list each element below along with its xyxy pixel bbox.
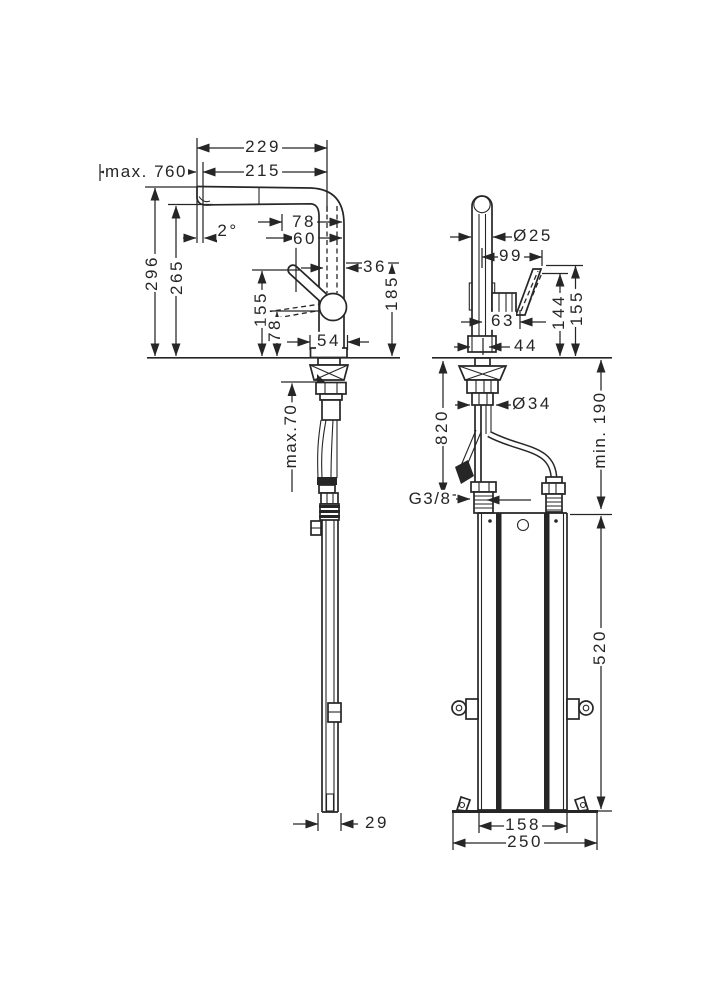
left-view-faucet <box>147 185 400 813</box>
dim-label-144: 144 <box>548 293 569 331</box>
dim-label-2deg: 2° <box>216 220 240 241</box>
dim-label-820: 820 <box>431 408 452 446</box>
dim-label-215: 215 <box>244 160 282 181</box>
dim-label-78h: 78 <box>291 211 317 232</box>
dim-label-229: 229 <box>244 136 282 157</box>
dim-label-78v: 78 <box>264 317 285 343</box>
dim-label-dia25: Ø25 <box>512 225 554 246</box>
dim-label-296: 296 <box>141 254 162 292</box>
dim-label-dia34: Ø34 <box>511 393 553 414</box>
dim-label-520: 520 <box>589 628 610 666</box>
dim-label-min190: min. 190 <box>589 390 610 470</box>
dim-label-max760: max. 760 <box>104 161 188 182</box>
dim-label-36: 36 <box>362 256 388 277</box>
dim-label-60: 60 <box>292 228 318 249</box>
dim-label-54: 54 <box>316 330 342 351</box>
right-view-faucet <box>432 195 612 813</box>
dim-label-265: 265 <box>166 258 187 296</box>
dim-label-158: 158 <box>504 814 542 835</box>
dim-label-99: 99 <box>498 245 524 266</box>
right-view-dimensions <box>431 232 612 850</box>
dim-label-44: 44 <box>513 335 539 356</box>
dim-label-155-right: 155 <box>566 289 587 327</box>
dim-label-29: 29 <box>364 812 390 833</box>
dim-label-g38: G3/8 <box>407 488 453 509</box>
dim-label-185: 185 <box>381 274 402 312</box>
dim-label-250: 250 <box>506 831 544 852</box>
dim-label-max70: max.70 <box>280 402 301 470</box>
left-view-dimensions <box>99 138 399 831</box>
dim-label-63: 63 <box>490 310 516 331</box>
